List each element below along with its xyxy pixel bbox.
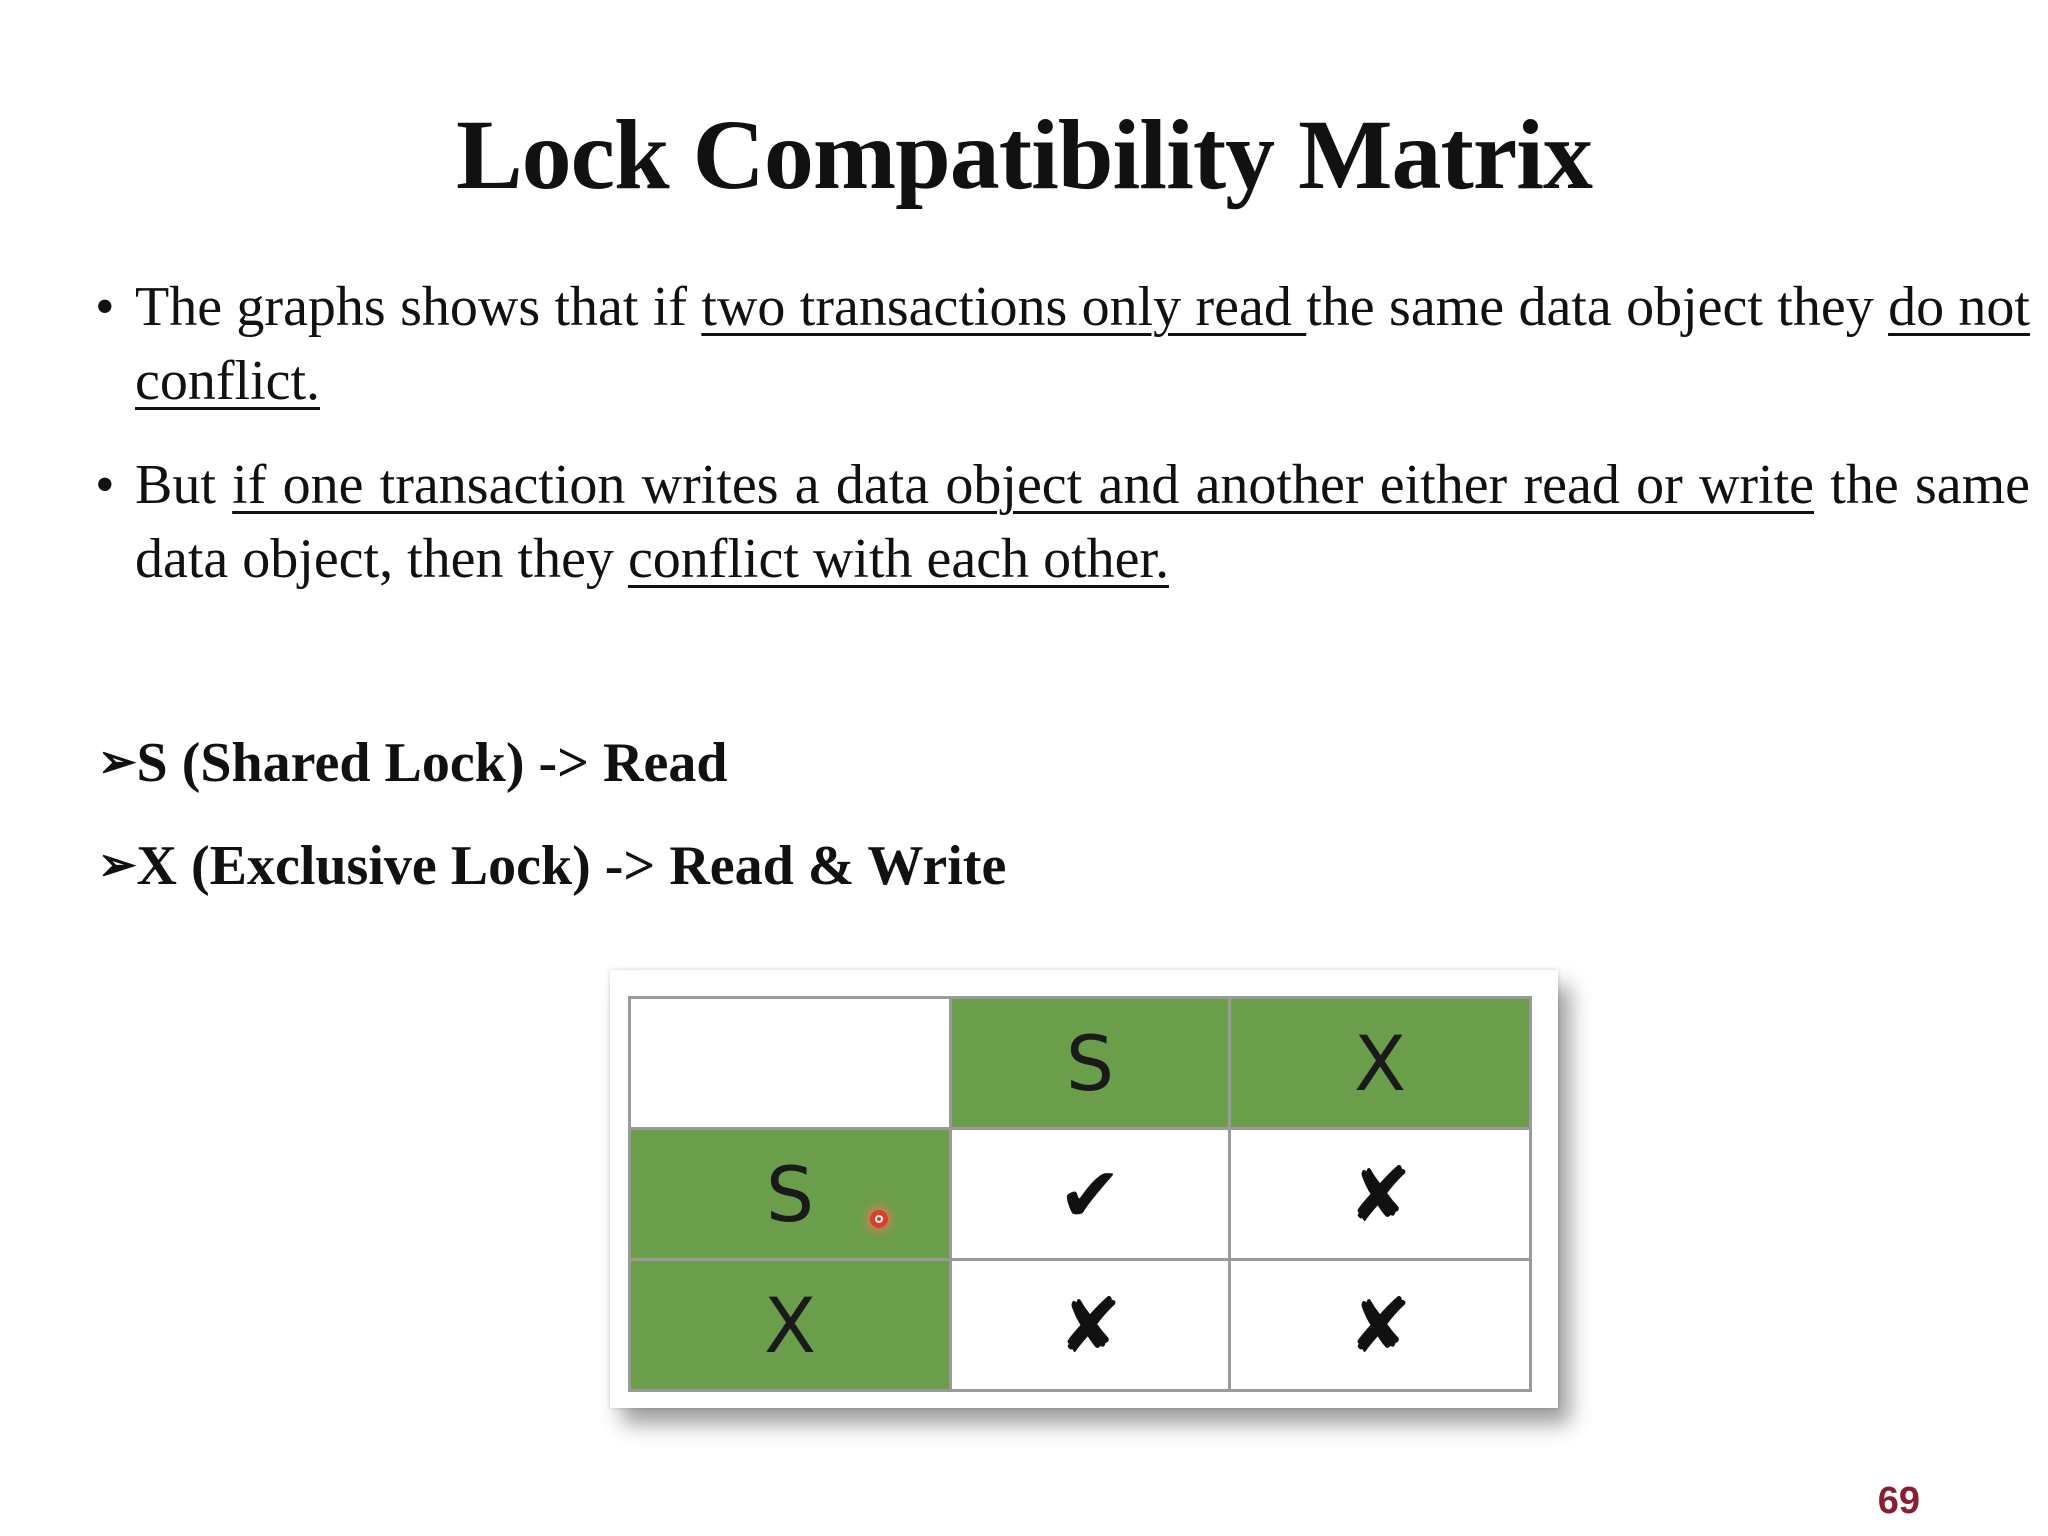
compatibility-matrix-figure: S X S ✔ ✘ X ✘ ✘: [610, 970, 1558, 1408]
underlined-phrase: do not conflict.: [135, 276, 2030, 412]
bullet-list: • The graphs shows that if two transactio…: [95, 270, 2030, 626]
bullet-text: The graphs shows that if: [135, 276, 702, 338]
cross-icon: ✘: [1228, 1127, 1532, 1261]
bullet-item: • The graphs shows that if two transactio…: [95, 270, 2030, 418]
underlined-phrase: if one transaction writes a data object …: [232, 454, 1815, 516]
slide-title: Lock Compatibility Matrix: [455, 99, 1593, 210]
row-header-s: S: [628, 1127, 952, 1261]
bullet-marker: •: [95, 276, 115, 338]
bullet-marker: •: [95, 454, 115, 516]
matrix-row-x: X ✘ ✘: [628, 1258, 1532, 1392]
bullet-text: But: [135, 454, 233, 516]
definition-exclusive-lock: ➢X (Exclusive Lock) -> Read & Write: [98, 833, 1006, 900]
column-header-x: X: [1228, 996, 1532, 1130]
definition-text: X (Exclusive Lock) -> Read & Write: [136, 835, 1007, 897]
underlined-phrase: two transactions only read: [701, 276, 1307, 338]
definition-text: S (Shared Lock) -> Read: [136, 732, 728, 794]
definition-shared-lock: ➢S (Shared Lock) -> Read: [98, 730, 727, 797]
laser-pointer-icon: [870, 1210, 888, 1228]
cross-icon: ✘: [1228, 1258, 1532, 1392]
bullet-item: • But if one transaction writes a data ob…: [95, 448, 2030, 596]
cross-icon: ✘: [949, 1258, 1231, 1392]
row-header-x: X: [628, 1258, 952, 1392]
arrow-bullet-icon: ➢: [98, 839, 137, 890]
bullet-text: the same data object, then they: [135, 454, 2031, 590]
matrix-header-row: S X: [628, 996, 1532, 1130]
underlined-phrase: conflict with each other.: [627, 528, 1170, 590]
matrix-row-s: S ✔ ✘: [628, 1127, 1532, 1261]
page-number: 69: [1877, 1480, 1920, 1522]
matrix-corner-cell: [628, 996, 952, 1130]
arrow-bullet-icon: ➢: [98, 736, 137, 787]
bullet-text: the same data object they: [1306, 276, 1889, 338]
check-icon: ✔: [949, 1127, 1231, 1261]
compatibility-matrix: S X S ✔ ✘ X ✘ ✘: [628, 996, 1532, 1392]
column-header-s: S: [949, 996, 1231, 1130]
